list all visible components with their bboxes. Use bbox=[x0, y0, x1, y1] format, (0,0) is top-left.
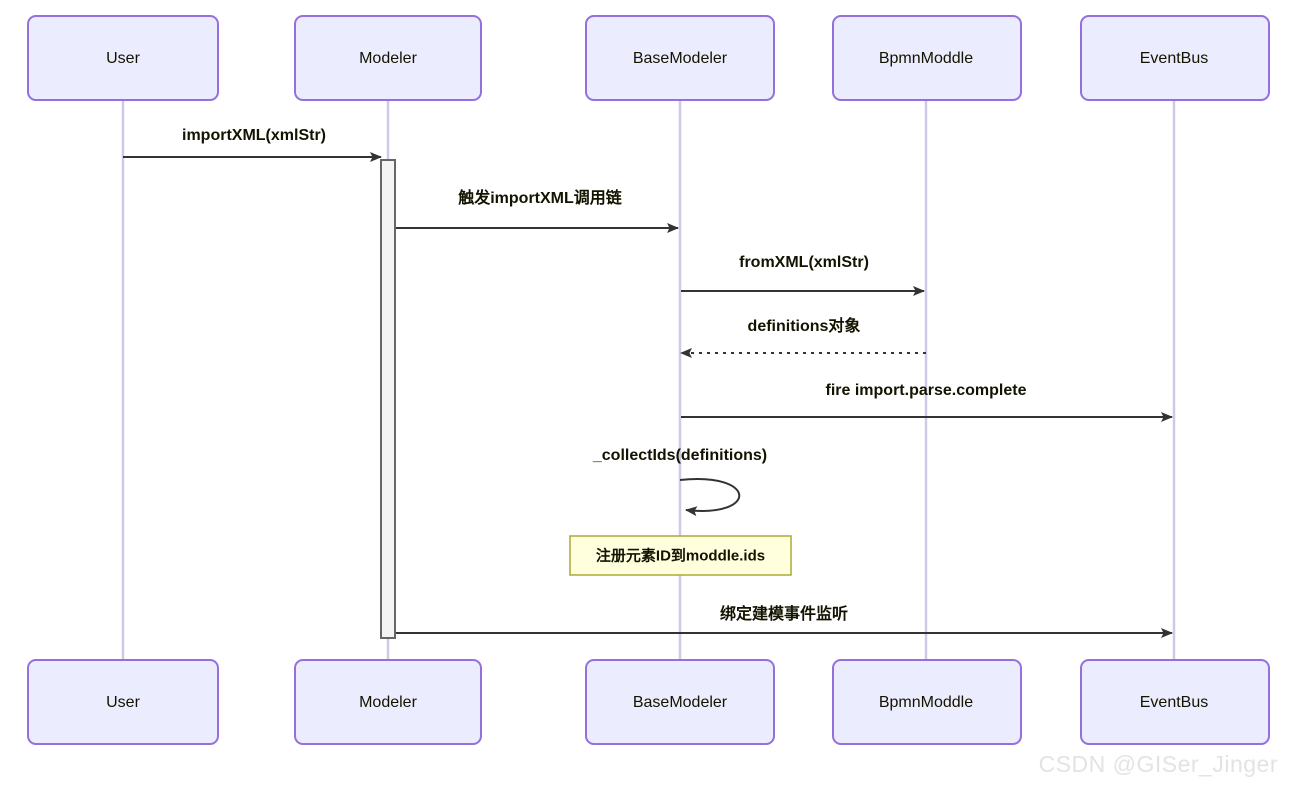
message-m3[interactable]: fromXML(xmlStr) bbox=[681, 254, 925, 296]
note-label: 注册元素ID到moddle.ids bbox=[596, 546, 765, 564]
participant-box bbox=[585, 659, 775, 745]
message-label-m7: 绑定建模事件监听 bbox=[720, 604, 848, 623]
lifelines-group bbox=[121, 100, 1176, 660]
activation-bars-group bbox=[380, 159, 396, 639]
participant-box bbox=[832, 659, 1022, 745]
message-label-m6: _collectIds(definitions) bbox=[592, 447, 767, 464]
participant-label-eventbus: EventBus bbox=[1140, 50, 1208, 67]
participant-footer-bpmnmoddle[interactable]: BpmnModdle bbox=[832, 659, 1022, 745]
message-m1[interactable]: importXML(xmlStr) bbox=[123, 127, 382, 162]
message-label-m3: fromXML(xmlStr) bbox=[739, 254, 869, 271]
participant-label-user: User bbox=[106, 50, 140, 67]
messages-group: importXML(xmlStr) 触发importXML调用链 fromXML(x… bbox=[123, 127, 1173, 638]
message-m5[interactable]: fire import.parse.complete bbox=[681, 382, 1173, 422]
participant-footer-user[interactable]: User bbox=[27, 659, 219, 745]
participant-box bbox=[294, 15, 482, 101]
participant-footer-eventbus[interactable]: EventBus bbox=[1080, 659, 1270, 745]
participant-footer-basemodeler[interactable]: BaseModeler bbox=[585, 659, 775, 745]
message-m6[interactable]: _collectIds(definitions) bbox=[592, 447, 767, 517]
participant-header-modeler[interactable]: Modeler bbox=[294, 15, 482, 101]
participant-box bbox=[27, 15, 219, 101]
participant-header-basemodeler[interactable]: BaseModeler bbox=[585, 15, 775, 101]
participant-box bbox=[1080, 659, 1270, 745]
participant-box bbox=[832, 15, 1022, 101]
watermark-label: CSDN @GISer_Jinger bbox=[1038, 751, 1278, 777]
message-self-loop bbox=[679, 478, 741, 517]
note-box bbox=[569, 535, 792, 576]
participant-header-bpmnmoddle[interactable]: BpmnModdle bbox=[832, 15, 1022, 101]
message-m4[interactable]: definitions对象 bbox=[680, 316, 926, 358]
participant-label-modeler: Modeler bbox=[359, 694, 417, 711]
participant-label-bpmnmoddle: BpmnModdle bbox=[879, 50, 973, 67]
participant-header-boxes: User Modeler BaseModeler BpmnModdle EventBus bbox=[27, 15, 1270, 101]
message-label-m4: definitions对象 bbox=[748, 316, 861, 335]
participant-box bbox=[585, 15, 775, 101]
participant-label-basemodeler: BaseModeler bbox=[633, 50, 728, 67]
message-label-m1: importXML(xmlStr) bbox=[182, 127, 326, 144]
note-collect-ids[interactable]: 注册元素ID到moddle.ids bbox=[569, 535, 792, 576]
participant-box bbox=[27, 659, 219, 745]
participant-label-eventbus: EventBus bbox=[1140, 694, 1208, 711]
modeler-activation bbox=[380, 159, 396, 639]
participant-footer-boxes: User Modeler BaseModeler BpmnModdle EventBus bbox=[27, 659, 1270, 745]
participant-header-eventbus[interactable]: EventBus bbox=[1080, 15, 1270, 101]
participant-label-basemodeler: BaseModeler bbox=[633, 694, 728, 711]
participant-label-user: User bbox=[106, 694, 140, 711]
participant-header-user[interactable]: User bbox=[27, 15, 219, 101]
participant-box bbox=[1080, 15, 1270, 101]
participant-footer-modeler[interactable]: Modeler bbox=[294, 659, 482, 745]
message-label-m5: fire import.parse.complete bbox=[826, 382, 1027, 399]
participant-label-modeler: Modeler bbox=[359, 50, 417, 67]
message-m2[interactable]: 触发importXML调用链 bbox=[396, 188, 679, 233]
message-label-m2: 触发importXML调用链 bbox=[457, 188, 623, 207]
participant-label-bpmnmoddle: BpmnModdle bbox=[879, 694, 973, 711]
message-m7[interactable]: 绑定建模事件监听 bbox=[396, 604, 1173, 638]
participant-box bbox=[294, 659, 482, 745]
notes-group: 注册元素ID到moddle.ids bbox=[569, 535, 792, 576]
